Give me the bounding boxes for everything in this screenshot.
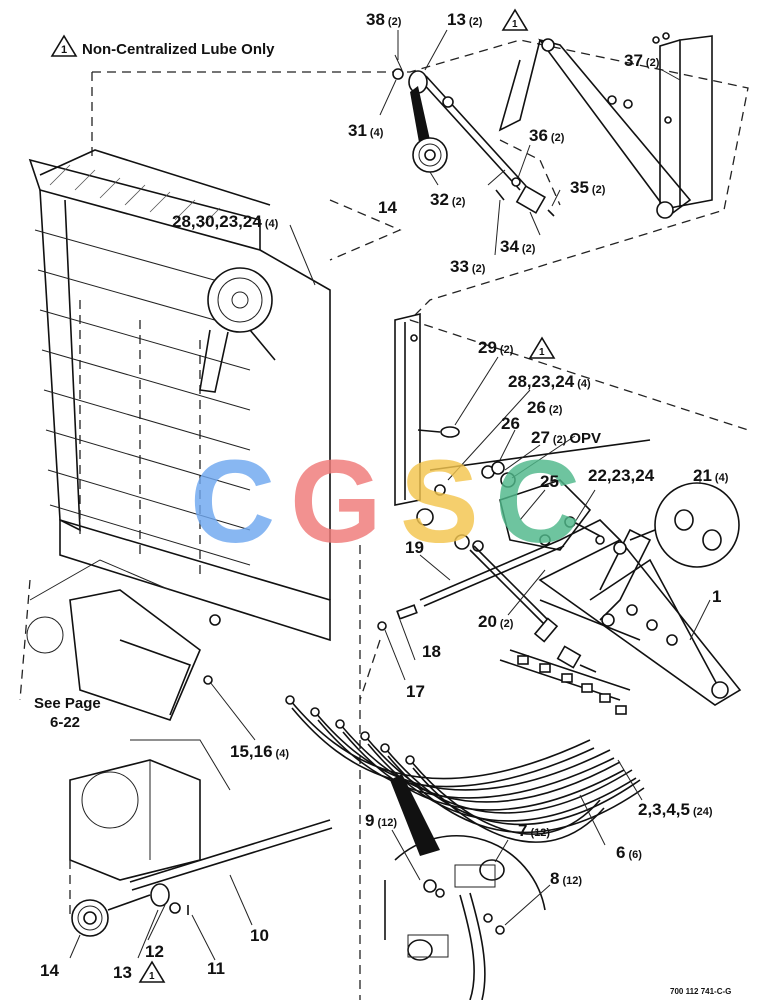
frame-1 [538, 528, 742, 706]
callout-13-top: 13(2) [447, 10, 483, 29]
callout-19: 19 [405, 538, 424, 557]
watermark: C G S C [190, 436, 580, 568]
callout-33: 33(2) [450, 257, 486, 276]
arm-37 [498, 32, 713, 219]
callout-9: 9(12) [365, 811, 397, 830]
callout-31: 31(4) [348, 121, 384, 140]
gearbox-housing [69, 739, 231, 920]
callout-10: 10 [250, 926, 269, 945]
callout-7: 7(12) [518, 821, 550, 840]
detail-circle-tines [384, 774, 546, 1000]
bearing-14-bottom [71, 894, 151, 937]
see-page-line2: 6-22 [50, 714, 80, 731]
callout-35: 35(2) [570, 178, 606, 197]
callout-26-a: 26(2) [527, 398, 563, 417]
watermark-letter-s: S [400, 436, 479, 568]
callout-38: 38(2) [366, 10, 402, 29]
watermark-letter-g: G [290, 436, 382, 568]
line-art [19, 29, 749, 1000]
callout-13-top-marker: 1 [512, 19, 518, 30]
warning-triangle-icon [138, 960, 166, 983]
callout-22-23-24: 22,23,24 [588, 466, 655, 485]
tines-6 [285, 649, 645, 843]
warning-triangle-icon [50, 34, 78, 57]
callout-2-3-4-5: 2,3,4,5(24) [638, 800, 713, 819]
callout-20: 20(2) [478, 612, 514, 631]
callout-29: 29(2) [478, 338, 514, 357]
callout-28-30-23-24: 28,30,23,24(4) [172, 212, 279, 231]
callout-15-16: 15,16(4) [230, 742, 289, 761]
top-shaft-assembly [392, 54, 561, 217]
callout-17: 17 [406, 682, 425, 701]
callout-8: 8(12) [550, 869, 582, 888]
leader-lines [69, 29, 711, 961]
callout-25: 25 [540, 472, 559, 491]
shaft-10 [129, 819, 331, 883]
callout-1: 1 [712, 587, 721, 606]
callout-37: 37(2) [624, 51, 660, 70]
callout-29-marker: 1 [539, 347, 545, 358]
callout-26-b: 26 [501, 414, 520, 433]
callout-18: 18 [422, 642, 441, 661]
note-marker: 1 [61, 44, 67, 56]
callout-11: 11 [207, 959, 225, 978]
lube-note: 1 Non-Centralized Lube Only [50, 34, 275, 58]
warning-triangle-icon [528, 336, 556, 359]
callout-labels: 38(2) 13(2) 1 37(2) 31(4) 36(2) 14 32(2)… [34, 8, 731, 996]
arm-assembly [419, 479, 621, 643]
callout-14-bottom: 14 [40, 961, 59, 980]
warning-triangle-icon [501, 8, 529, 31]
callout-13-bottom: 13 [113, 963, 132, 982]
watermark-letter-c1: C [190, 436, 275, 568]
callout-14-top: 14 [378, 198, 397, 217]
baler-frame [28, 149, 331, 642]
callout-36: 36(2) [529, 126, 565, 145]
callout-21: 21(4) [693, 466, 729, 485]
mid-bracket [394, 312, 460, 506]
callout-34: 34(2) [500, 237, 536, 256]
figure-code: 700 112 741-C-G [670, 987, 731, 996]
callout-6: 6(6) [616, 843, 642, 862]
callout-28-23-24: 28,23,24(4) [508, 372, 591, 391]
callout-12: 12 [145, 942, 164, 961]
callout-13-bottom-marker: 1 [149, 971, 155, 982]
watermark-letter-c2: C [495, 436, 580, 568]
pivot-hardware [416, 439, 651, 552]
detail-circle-21 [629, 482, 740, 568]
see-page-line1: See Page [34, 695, 101, 712]
note-text: Non-Centralized Lube Only [82, 41, 275, 58]
callout-32: 32(2) [430, 190, 466, 209]
callout-27: 27(2)OPV [531, 428, 601, 447]
